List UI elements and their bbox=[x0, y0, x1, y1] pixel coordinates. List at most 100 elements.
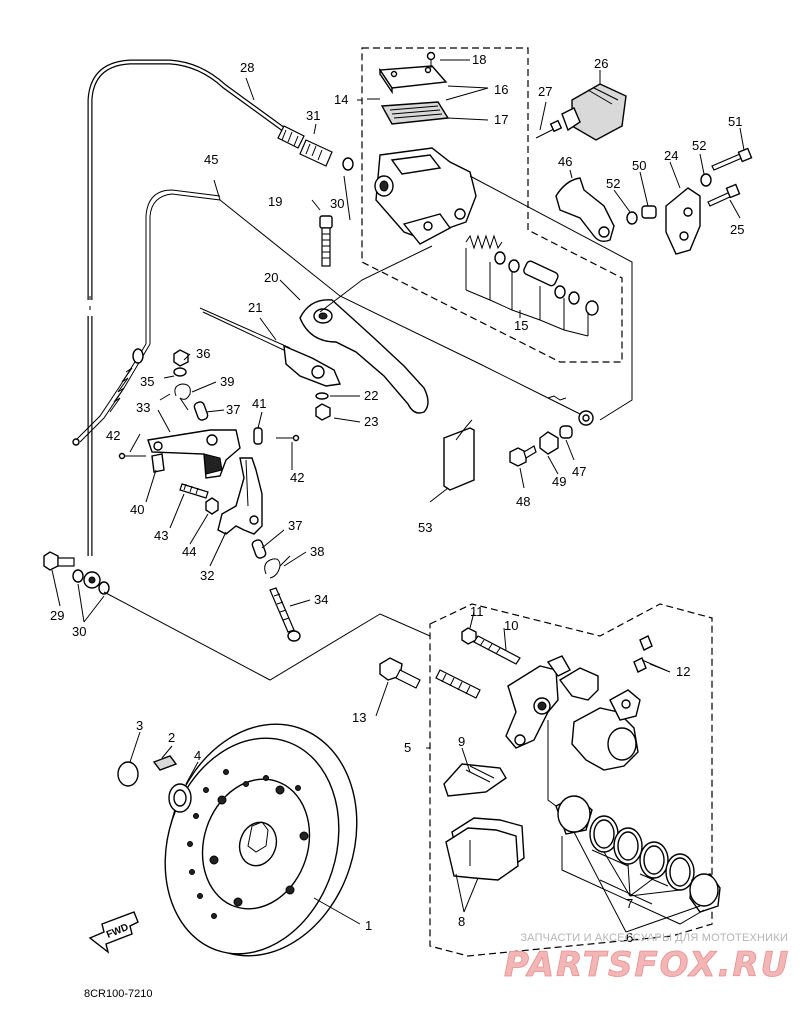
warning-label-53 bbox=[443, 419, 475, 491]
caliper-bolt-long bbox=[435, 669, 481, 699]
brake-switch-connector bbox=[561, 83, 627, 141]
callout: 10 bbox=[504, 618, 518, 633]
callout: 16 bbox=[494, 82, 508, 97]
callout: 49 bbox=[552, 474, 566, 489]
diagram-code: 8CR100-7210 bbox=[84, 988, 153, 1000]
collar-2 bbox=[152, 755, 178, 771]
callout: 52 bbox=[606, 176, 620, 191]
pin-41 bbox=[253, 427, 263, 445]
pin-bolt-40 bbox=[151, 453, 165, 473]
caliper-body bbox=[558, 667, 641, 771]
spacer-47 bbox=[559, 425, 573, 439]
forward-arrow-icon: FWD bbox=[88, 911, 139, 954]
watermark-caption: ЗАПЧАСТИ И АКСЕССУАРЫ ДЛЯ МОТОТЕХНИКИ bbox=[520, 932, 788, 944]
master-cylinder-group-outline bbox=[361, 47, 623, 363]
callout: 14 bbox=[334, 92, 348, 107]
cotter-42-right bbox=[276, 434, 300, 442]
callout: 30 bbox=[72, 624, 86, 639]
parking-brake-lever bbox=[555, 177, 615, 243]
callout: 42 bbox=[106, 428, 120, 443]
crush-washer-30b bbox=[98, 581, 110, 595]
spring-38 bbox=[264, 555, 291, 579]
watermark-logo: PARTSFOX.RU bbox=[504, 945, 790, 986]
master-cylinder-body bbox=[374, 147, 477, 245]
nut-44 bbox=[205, 497, 219, 515]
relay-arm-32 bbox=[217, 457, 263, 535]
banjo-bolt-29 bbox=[43, 551, 75, 571]
callout: 51 bbox=[728, 114, 742, 129]
parking-lever-bracket bbox=[665, 187, 701, 255]
callout: 39 bbox=[220, 374, 234, 389]
callout: 42 bbox=[290, 470, 304, 485]
rod-34 bbox=[269, 587, 301, 642]
bracket-bolt-upper bbox=[711, 147, 753, 171]
callout: 45 bbox=[204, 152, 218, 167]
lever-nut bbox=[315, 403, 331, 421]
callout: 30 bbox=[330, 196, 344, 211]
crush-washer-30a bbox=[72, 569, 84, 583]
callout: 19 bbox=[268, 194, 282, 209]
switch-screw bbox=[535, 119, 563, 139]
callout: 37 bbox=[226, 402, 240, 417]
callout: 25 bbox=[730, 222, 744, 237]
lever-washer bbox=[315, 392, 329, 400]
callout: 21 bbox=[248, 300, 262, 315]
watermark-brand: PARTSFOX.RU bbox=[504, 945, 790, 985]
callout: 48 bbox=[516, 494, 530, 509]
linkage-arm-33 bbox=[147, 429, 241, 479]
bracket-washer bbox=[700, 173, 712, 187]
callout: 36 bbox=[196, 346, 210, 361]
callout: 11 bbox=[470, 604, 484, 619]
cable-spring bbox=[109, 367, 133, 413]
callout: 22 bbox=[364, 388, 378, 403]
callout: 47 bbox=[572, 464, 586, 479]
callout: 40 bbox=[130, 502, 144, 517]
caliper-group-outline bbox=[429, 603, 713, 957]
callout: 26 bbox=[594, 56, 608, 71]
leader-lines bbox=[51, 59, 745, 933]
cotter-42-left bbox=[118, 452, 146, 460]
callout-numbers: 1 2 3 4 5 6 7 8 9 10 11 12 13 14 15 16 1… bbox=[50, 52, 744, 945]
callout: 46 bbox=[558, 154, 572, 169]
callout: 44 bbox=[182, 544, 196, 559]
caliper-bracket bbox=[505, 655, 571, 749]
callout: 41 bbox=[252, 396, 266, 411]
callout: 8 bbox=[458, 914, 465, 929]
brake-disc bbox=[164, 723, 358, 957]
callout: 38 bbox=[310, 544, 324, 559]
callout: 15 bbox=[514, 318, 528, 333]
caliper-bolt-13 bbox=[379, 657, 421, 689]
nut-49 bbox=[539, 431, 559, 455]
callout: 20 bbox=[264, 270, 278, 285]
callout: 34 bbox=[314, 592, 328, 607]
callout: 13 bbox=[352, 710, 366, 725]
return-spring-39 bbox=[159, 383, 191, 411]
lever-collar bbox=[641, 205, 657, 219]
pivot-bolt bbox=[319, 215, 333, 267]
brake-cable-45 bbox=[149, 193, 581, 415]
callout: 1 bbox=[365, 918, 372, 933]
callout: 23 bbox=[364, 414, 378, 429]
circlip-3 bbox=[117, 761, 139, 787]
callout: 37 bbox=[288, 518, 302, 533]
callout: 6 bbox=[626, 930, 633, 945]
caliper-piston-6 bbox=[555, 795, 721, 913]
reservoir-diaphragm bbox=[380, 101, 450, 125]
banjo-fitting bbox=[83, 571, 101, 589]
callout: 29 bbox=[50, 608, 64, 623]
pin-37-upper bbox=[193, 401, 209, 421]
brake-light-switch bbox=[199, 307, 342, 387]
callout: 35 bbox=[140, 374, 154, 389]
pad-pin-10 bbox=[473, 635, 521, 665]
callout: 12 bbox=[676, 664, 690, 679]
bleed-valve-12 bbox=[633, 635, 653, 673]
cable-adjuster bbox=[277, 125, 333, 167]
callout: 18 bbox=[472, 52, 486, 67]
callout: 32 bbox=[200, 568, 214, 583]
cable-end-ring bbox=[547, 395, 594, 426]
callout: 52 bbox=[692, 138, 706, 153]
pad-spring-9 bbox=[443, 763, 507, 797]
callout: 7 bbox=[626, 896, 633, 911]
